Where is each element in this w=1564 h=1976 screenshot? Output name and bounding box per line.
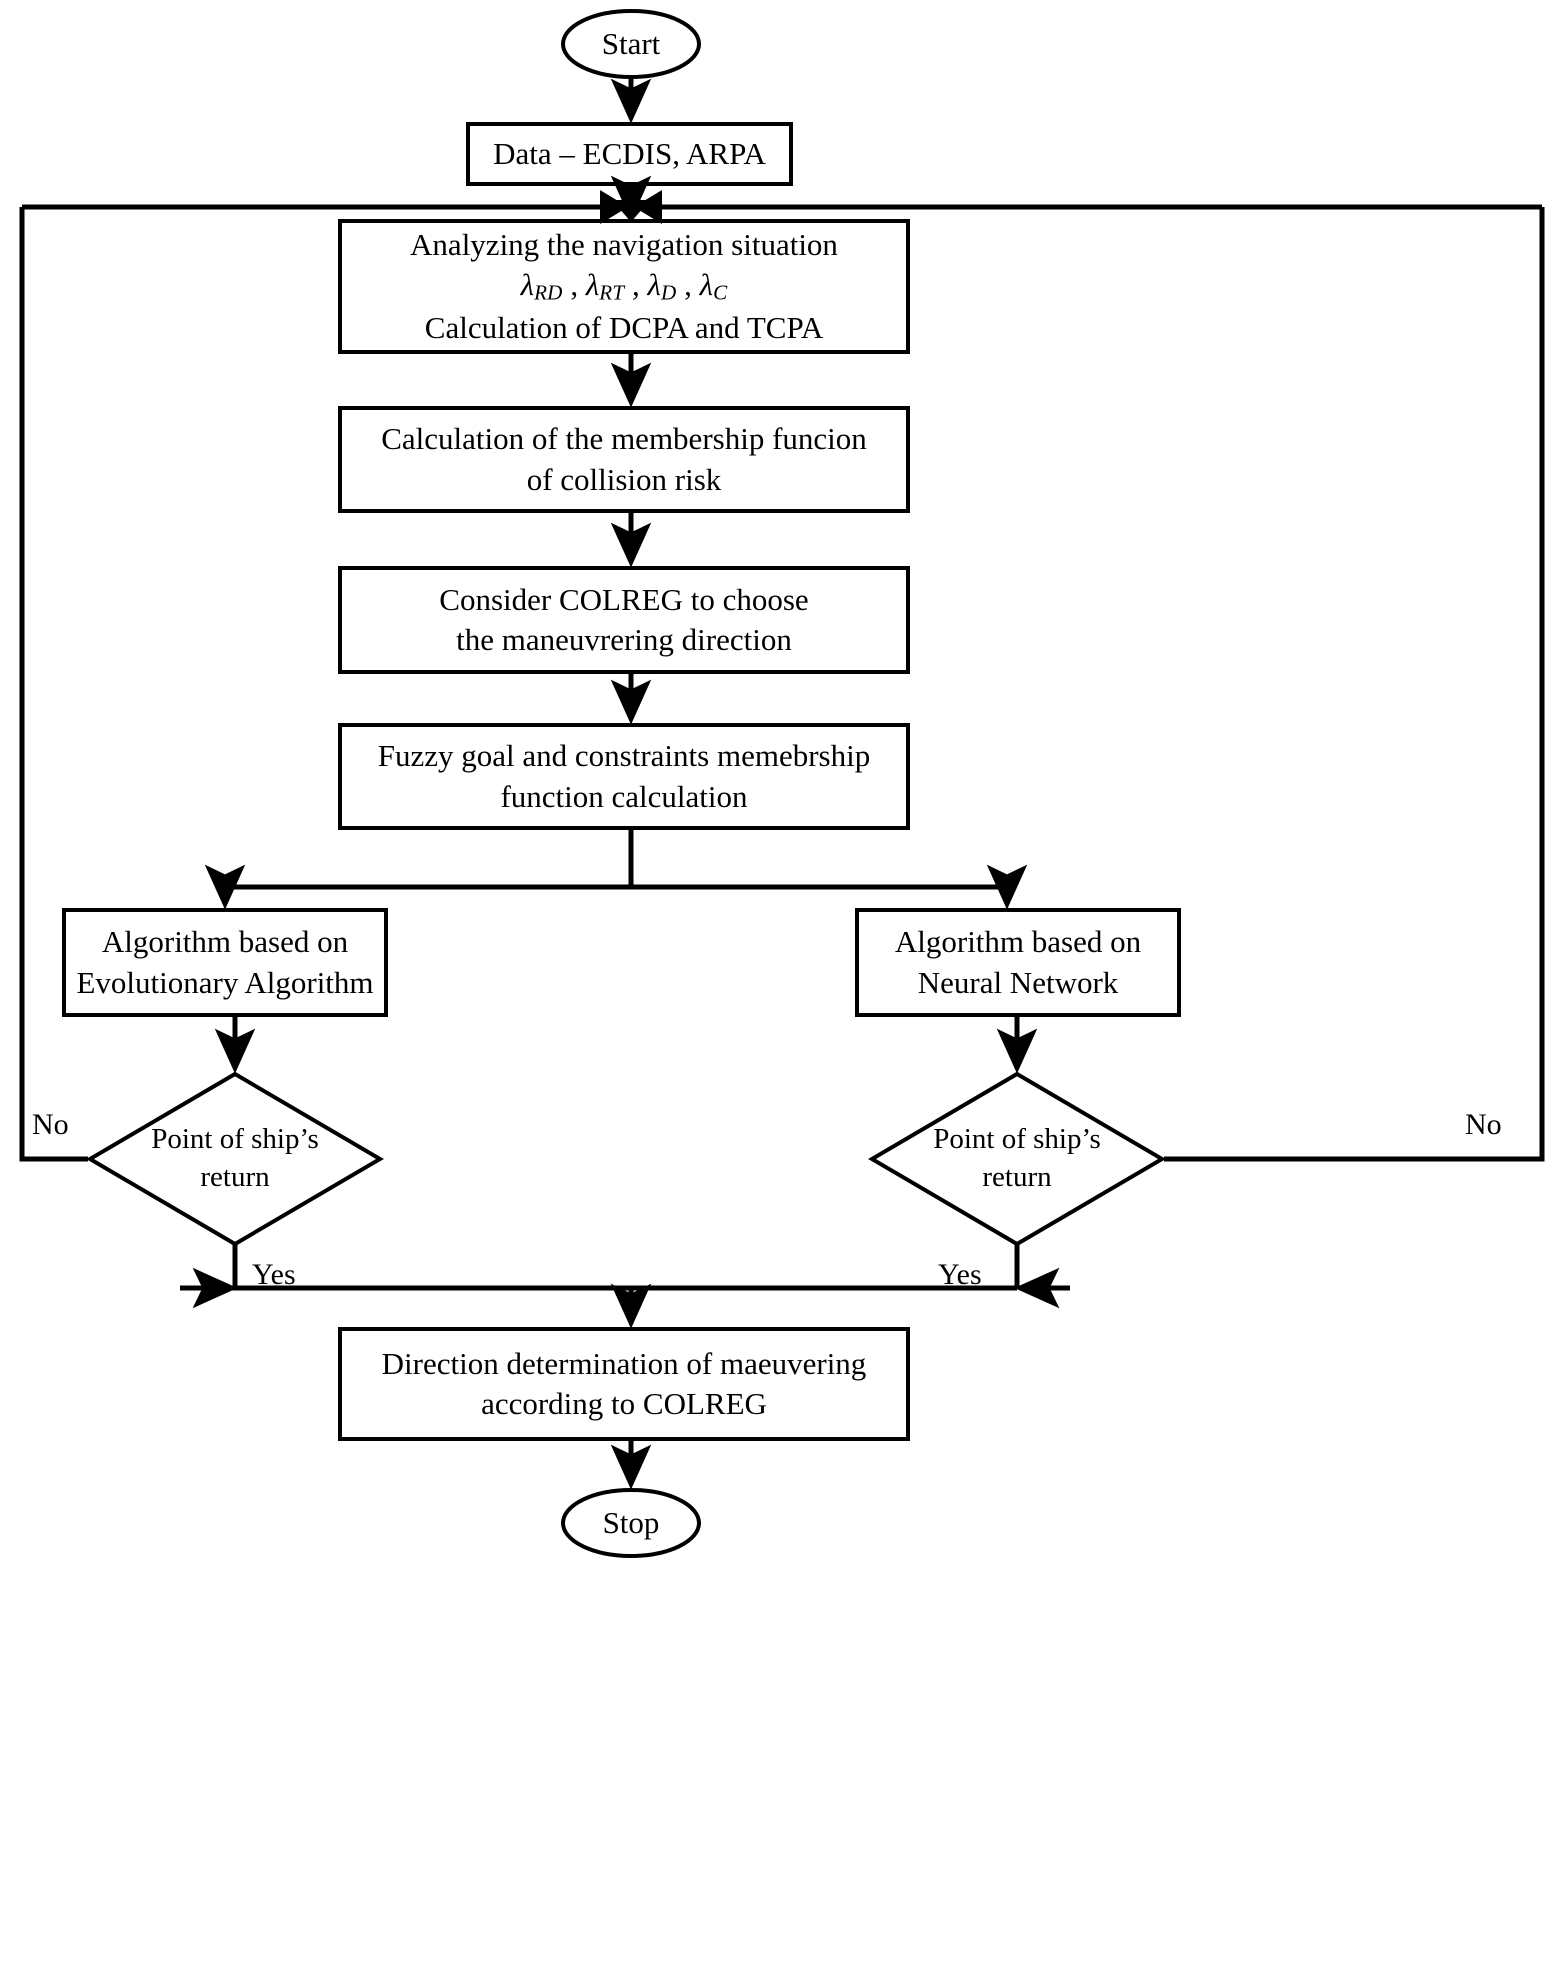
- node-membership-shape: [338, 406, 910, 513]
- node-start-shape: [561, 9, 701, 79]
- node-decision-right-shape: [868, 1071, 1166, 1247]
- feedback-loop-left: [19, 207, 88, 1162]
- node-stop-shape: [561, 1488, 701, 1558]
- node-colreg-shape: [338, 566, 910, 674]
- edge-label-no-left: No: [32, 1108, 69, 1141]
- feedback-loop-right: [1164, 207, 1545, 1162]
- edge-label-yes-left: Yes: [252, 1258, 296, 1291]
- merge-arrowheads: [600, 190, 662, 224]
- node-evolutionary-shape: [62, 908, 388, 1017]
- node-direction-shape: [338, 1327, 910, 1441]
- edge-label-yes-right: Yes: [938, 1258, 982, 1291]
- node-analyze-shape: [338, 219, 910, 354]
- edge-label-no-right: No: [1465, 1108, 1502, 1141]
- node-fuzzy-shape: [338, 723, 910, 830]
- node-neural-shape: [855, 908, 1181, 1017]
- node-data-shape: [466, 122, 793, 186]
- node-decision-left-shape: [86, 1071, 384, 1247]
